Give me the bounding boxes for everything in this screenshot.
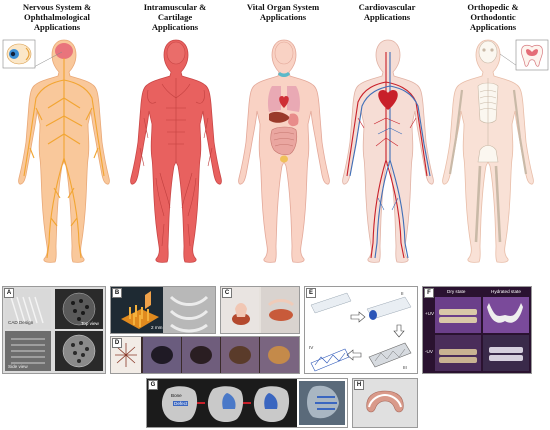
vital-organs-figure — [234, 38, 334, 268]
skull-icon — [478, 40, 498, 64]
cad-design-label: CAD Design — [8, 320, 34, 325]
column-title-muscle: Intramuscular & Cartilage Applications — [143, 2, 207, 32]
stent-tube-2 — [366, 296, 412, 320]
column-title-organ: Vital Organ System Applications — [246, 2, 320, 22]
panel-g: G Bone Defect — [146, 378, 348, 428]
scale-bar-label: 2 mm — [151, 325, 163, 330]
brain-icon — [55, 43, 73, 59]
panel-d: D — [110, 336, 300, 374]
panel-a: A CAD Design Top view Side view — [2, 286, 106, 374]
stomach-icon — [288, 113, 299, 127]
arrow-right-icon — [350, 311, 366, 323]
bone-label: Bone — [171, 393, 182, 398]
skeletal-figure — [438, 38, 550, 268]
panel-b: B 2 mm — [110, 286, 216, 334]
panel-f: F Dry state Hydrated state +UV -UV — [422, 286, 532, 374]
cardiovascular-figure — [338, 38, 438, 268]
tooth-inset — [515, 39, 549, 71]
arrow-left-icon — [346, 349, 362, 361]
stent-tube-1 — [310, 292, 352, 314]
panel-b-label: B — [112, 288, 122, 298]
bone-scan-2 — [207, 386, 244, 422]
column-title-cardio: Cardiovascular Applications — [358, 2, 416, 22]
dental-aligner-icon — [366, 390, 404, 413]
stage-iv-label: IV — [309, 345, 314, 350]
column-title-ortho: Orthopedic & Orthodontic Applications — [467, 2, 519, 32]
eye-icon — [6, 43, 32, 65]
panel-c: C — [220, 286, 300, 334]
defect-label: Defect — [173, 401, 189, 406]
panel-c-label: C — [222, 288, 232, 298]
panel-a-label: A — [4, 288, 14, 298]
panel-h: H — [352, 378, 418, 428]
heart-icon — [378, 90, 398, 110]
panel-d-label: D — [112, 338, 122, 348]
liver-icon — [269, 111, 290, 123]
lungs-icon — [268, 86, 300, 112]
side-view-label: Side view — [8, 364, 28, 369]
heart-icon — [279, 96, 289, 108]
nervous-system-figure — [2, 38, 114, 268]
top-view-label: Top view — [81, 321, 99, 326]
uv-on-label: +UV — [425, 311, 435, 316]
stent-mesh-4 — [310, 348, 350, 372]
dry-state-label: Dry state — [447, 289, 466, 294]
panel-g-label: G — [148, 380, 158, 390]
panel-e: E II IV III — [304, 286, 418, 374]
stage-iii-label: III — [403, 365, 407, 370]
intestine-icon — [270, 126, 298, 156]
arrow-down-icon — [393, 324, 405, 338]
panel-h-label: H — [354, 380, 364, 390]
panel-f-label: F — [424, 288, 434, 298]
bone-scan-3 — [253, 386, 290, 422]
bladder-icon — [280, 155, 288, 163]
uv-off-label: -UV — [425, 349, 433, 354]
stage-ii-label: II — [401, 291, 404, 296]
hydrated-state-label: Hydrated state — [491, 289, 521, 294]
thyroid-icon — [278, 72, 290, 77]
panel-e-label: E — [306, 288, 316, 298]
column-title-nervous: Nervous System & Ophthalmological Applic… — [22, 2, 92, 32]
muscular-system-figure — [126, 38, 226, 268]
